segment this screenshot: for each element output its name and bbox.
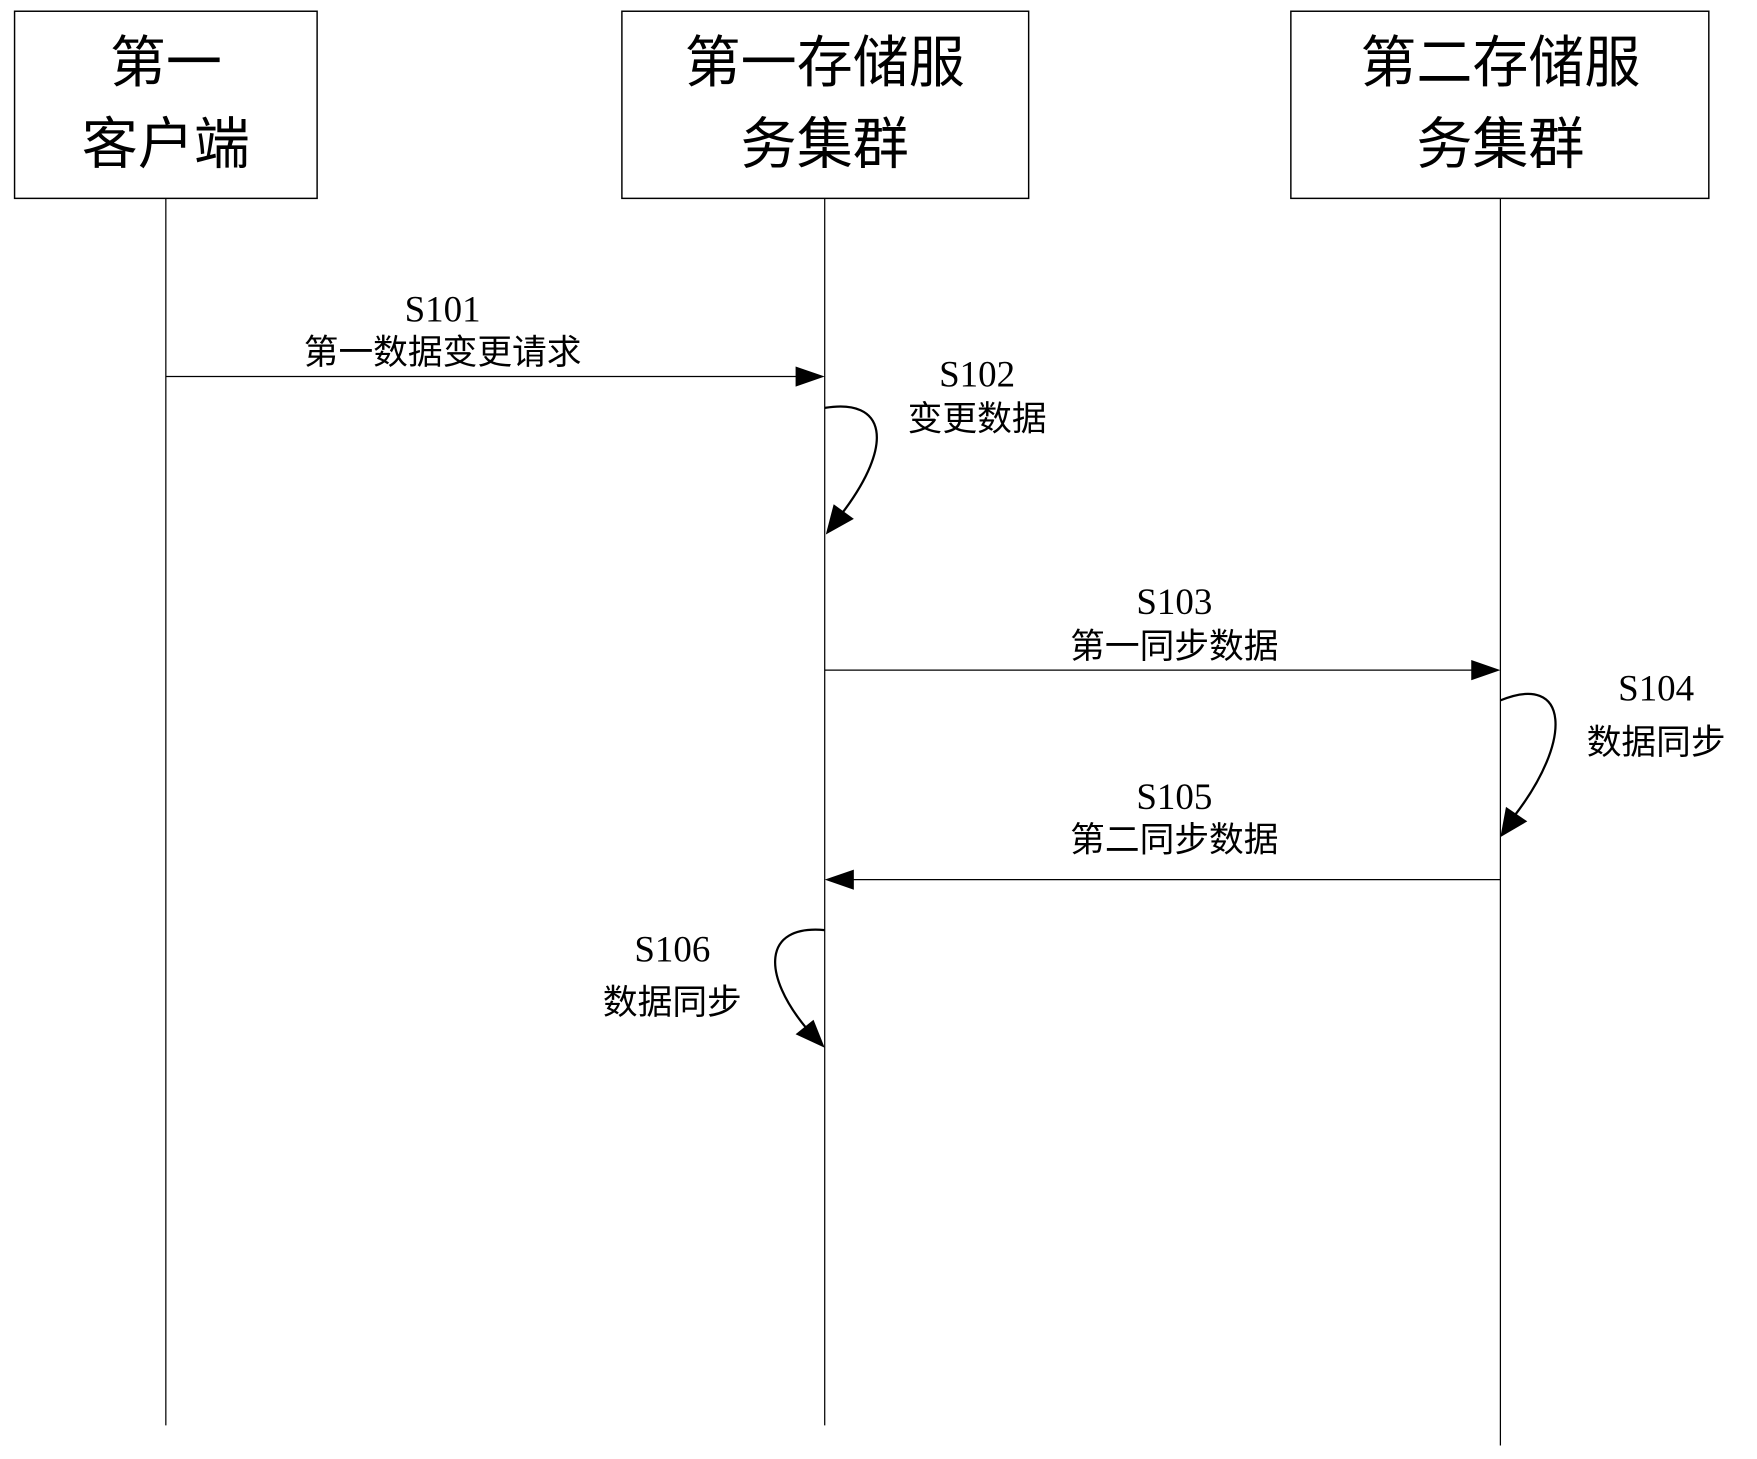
- arrowhead-icon: [1471, 660, 1501, 681]
- message-s104: S104 数据同步: [1499, 667, 1726, 838]
- message-s102: S102 变更数据: [824, 354, 1047, 535]
- participant-box: [621, 10, 1030, 200]
- step-number: S103: [1136, 581, 1212, 622]
- self-loop-arrow: [1499, 692, 1557, 819]
- message-s106: S106 数据同步: [603, 928, 825, 1048]
- participant-first-client: 第一 客户端: [13, 10, 318, 200]
- step-number: S106: [634, 928, 710, 969]
- participant-first-storage-cluster: 第一存储服 务集群: [621, 10, 1030, 200]
- step-number: S102: [939, 354, 1015, 395]
- participant-box: [1290, 10, 1710, 200]
- arrowhead-icon: [1500, 806, 1528, 838]
- participant-title-line2: 务集群: [741, 113, 909, 178]
- participant-second-storage-cluster: 第二存储服 务集群: [1290, 10, 1710, 200]
- participant-box: [13, 10, 318, 200]
- arrowhead-icon: [825, 504, 854, 535]
- message-s105: S105 第二同步数据: [824, 776, 1501, 890]
- message-label: 数据同步: [1587, 723, 1726, 763]
- message-label: 变更数据: [908, 399, 1047, 439]
- message-s101: S101 第一数据变更请求: [165, 289, 825, 387]
- self-loop-arrow: [824, 405, 878, 517]
- participant-title-line1: 第二存储服: [1360, 31, 1640, 96]
- participant-title-line2: 务集群: [1416, 113, 1584, 178]
- arrowhead-icon: [795, 1019, 825, 1048]
- participant-title-line1: 第一: [110, 31, 222, 96]
- message-label: 第一同步数据: [1070, 627, 1278, 667]
- arrowhead-icon: [795, 366, 825, 387]
- message-label: 第一数据变更请求: [304, 333, 582, 373]
- arrowhead-icon: [824, 869, 854, 890]
- message-s103: S103 第一同步数据: [824, 581, 1501, 681]
- step-number: S104: [1618, 667, 1694, 708]
- participant-title-line1: 第一存储服: [685, 31, 965, 96]
- step-number: S105: [1136, 776, 1212, 817]
- message-label: 数据同步: [603, 983, 742, 1023]
- self-loop-arrow: [774, 928, 825, 1030]
- message-label: 第二同步数据: [1070, 821, 1278, 861]
- step-number: S101: [405, 289, 481, 330]
- participant-title-line2: 客户端: [82, 113, 250, 178]
